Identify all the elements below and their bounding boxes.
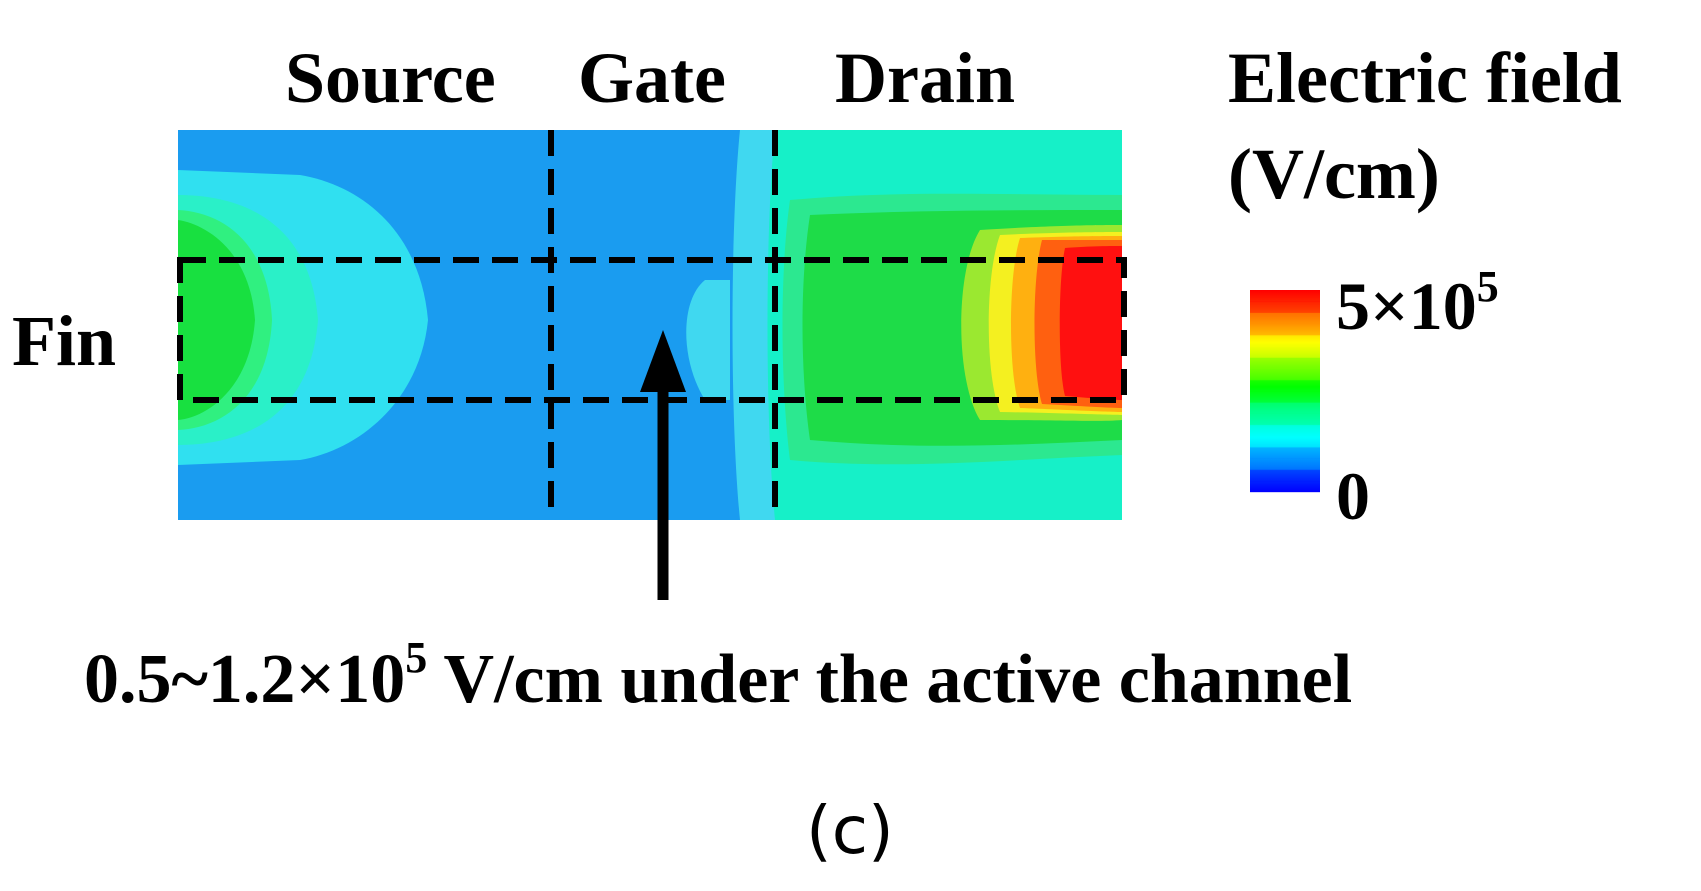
fin-outline	[177, 257, 1127, 403]
colorbar-title-line2: (V/cm)	[1228, 134, 1440, 214]
colorbar-title-line1: Electric field	[1228, 38, 1622, 118]
colorbar	[1250, 290, 1320, 493]
colorbar-band	[1250, 424, 1320, 437]
annotation-text: 0.5~1.2×105 V/cm under the active channe…	[84, 636, 1352, 715]
panel-label: (c)	[806, 792, 894, 869]
colorbar-min-label: 0	[1336, 458, 1370, 534]
annotation-exp: 5	[405, 633, 428, 682]
colorbar-band	[1250, 346, 1320, 358]
colorbar-band	[1250, 391, 1320, 403]
colorbar-band	[1250, 312, 1320, 325]
annotation-prefix: 0.5~1.2×10	[84, 641, 406, 718]
colorbar-band	[1250, 379, 1320, 392]
colorbar-band	[1250, 323, 1320, 336]
region-boundaries	[177, 130, 1127, 520]
colorbar-band	[1250, 290, 1320, 302]
colorbar-max-label: 5×105	[1336, 262, 1499, 341]
gate-bulge	[686, 280, 730, 400]
drain-contour-7	[1059, 246, 1122, 400]
colorbar-band	[1250, 469, 1320, 482]
colorbar-band	[1250, 368, 1320, 381]
source-label: Source	[285, 38, 496, 118]
colorbar-band	[1250, 402, 1320, 414]
colorbar-band	[1250, 334, 1320, 347]
colorbar-bands	[1250, 290, 1320, 493]
gate-edge-strip	[732, 130, 775, 520]
colorbar-band	[1250, 435, 1320, 448]
colorbar-band	[1250, 301, 1320, 313]
colorbar-band	[1250, 447, 1320, 459]
colorbar-max-base: 5×10	[1336, 268, 1477, 344]
electric-field-map	[178, 130, 1122, 520]
colorbar-band	[1250, 480, 1320, 493]
gate-label: Gate	[578, 38, 726, 118]
colorbar-band	[1250, 413, 1320, 426]
source-contour-4	[178, 220, 255, 420]
drain-label: Drain	[835, 38, 1015, 118]
colorbar-max-exp: 5	[1476, 262, 1499, 311]
colorbar-band	[1250, 458, 1320, 471]
colorbar-gradient	[1250, 290, 1320, 492]
colorbar-band	[1250, 357, 1320, 370]
annotation-arrow	[640, 330, 686, 600]
annotation-suffix: V/cm under the active channel	[427, 641, 1353, 718]
fin-label: Fin	[12, 301, 117, 381]
